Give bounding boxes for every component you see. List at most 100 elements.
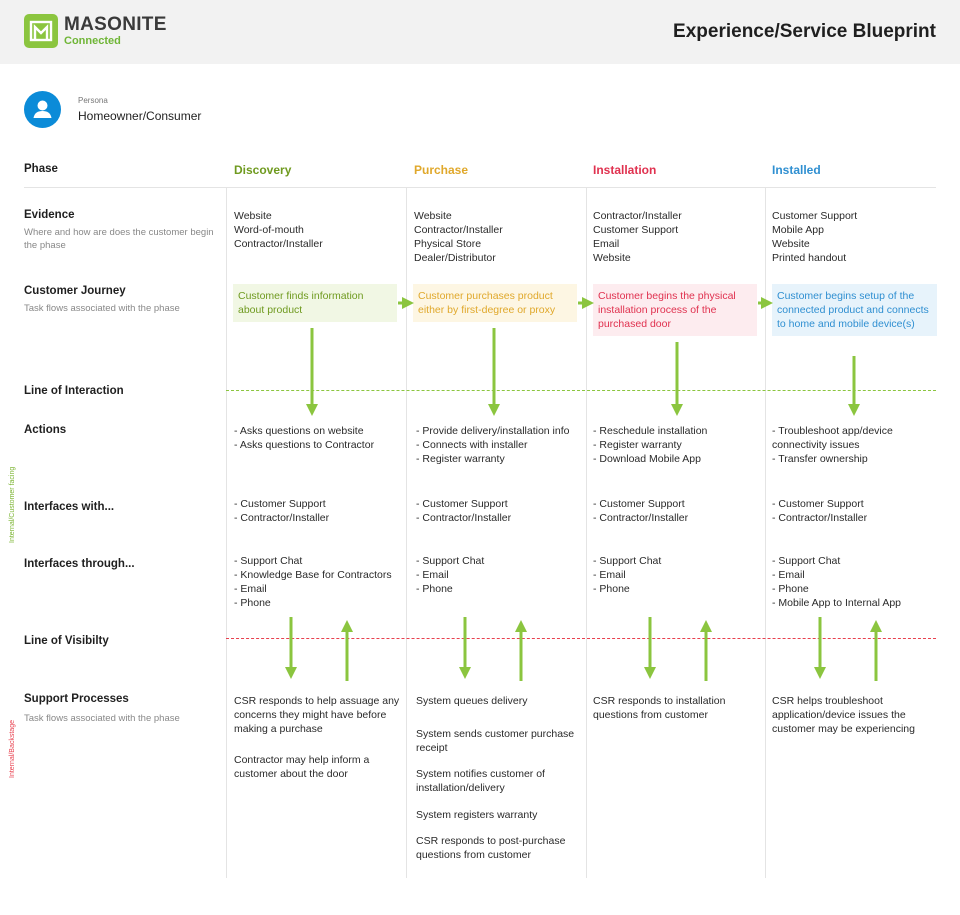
persona-value: Homeowner/Consumer [78, 109, 202, 123]
journey-box-installed: Customer begins setup of the connected p… [772, 284, 937, 336]
evidence-item: Email [593, 238, 620, 250]
channel-item: - Phone [593, 583, 630, 595]
user-avatar-icon [24, 91, 61, 128]
side-label-backstage: Internal/Backstage [9, 720, 16, 778]
side-label-customer-facing: Internal/Customer facing [9, 466, 16, 543]
row-label-line-of-visibility: Line of Visibilty [24, 635, 109, 647]
support-installation-1: CSR responds to installation questions f… [593, 695, 726, 721]
action-item: - Asks questions to Contractor [234, 439, 375, 451]
channel-item: - Email [593, 569, 626, 581]
channel-item: - Email [416, 569, 449, 581]
line-of-interaction [226, 390, 936, 391]
evidence-item: Website [234, 210, 272, 222]
support-purchase-3: System notifies customer of installation… [416, 768, 545, 794]
actions-discovery: - Asks questions on website - Asks quest… [234, 424, 406, 452]
action-item: - Register warranty [593, 439, 682, 451]
evidence-item: Customer Support [772, 210, 858, 222]
row-label-support: Support Processes [24, 693, 129, 705]
evidence-item: Website [772, 238, 810, 250]
action-item: - Download Mobile App [593, 453, 701, 465]
action-item: - Register warranty [416, 453, 505, 465]
evidence-item: Website [593, 252, 631, 264]
interface-item: - Contractor/Installer [772, 512, 868, 524]
evidence-item: Dealer/Distributor [414, 252, 496, 264]
interfaces-with-installed: - Customer Support - Contractor/Installe… [772, 497, 944, 525]
phase-purchase: Purchase [414, 163, 469, 177]
interface-item: - Customer Support [593, 498, 685, 510]
evidence-item: Word-of-mouth [234, 224, 304, 236]
channel-item: - Email [772, 569, 805, 581]
support-purchase-4: System registers warranty [416, 809, 538, 821]
row-sub-support: Task flows associated with the phase [24, 713, 180, 724]
interface-item: - Contractor/Installer [593, 512, 689, 524]
row-label-journey: Customer Journey [24, 285, 126, 297]
interfaces-with-discovery: - Customer Support - Contractor/Installe… [234, 497, 406, 525]
page-title: Experience/Service Blueprint [673, 21, 936, 42]
row-label-line-of-interaction: Line of Interaction [24, 385, 124, 397]
interfaces-through-installed: - Support Chat - Email - Phone - Mobile … [772, 554, 944, 610]
action-item: - Transfer ownership [772, 453, 868, 465]
brand-subtitle: Connected [64, 35, 121, 47]
column-divider [586, 188, 587, 878]
interfaces-through-installation: - Support Chat - Email - Phone [593, 554, 765, 596]
support-installed-1: CSR helps troubleshoot application/devic… [772, 695, 915, 735]
action-item: - Provide delivery/installation info [416, 425, 570, 437]
action-item: - Troubleshoot app/device connectivity i… [772, 425, 893, 451]
interface-item: - Customer Support [772, 498, 864, 510]
interfaces-with-installation: - Customer Support - Contractor/Installe… [593, 497, 765, 525]
action-item: - Reschedule installation [593, 425, 708, 437]
actions-installed: - Troubleshoot app/device connectivity i… [772, 424, 922, 466]
phase-discovery: Discovery [234, 163, 292, 177]
evidence-purchase: Website Contractor/Installer Physical St… [414, 209, 586, 265]
actions-purchase: - Provide delivery/installation info - C… [416, 424, 588, 466]
row-sub-evidence: Where and how are does the customer begi… [24, 227, 214, 251]
support-purchase-1: System queues delivery [416, 695, 528, 707]
channel-item: - Email [234, 583, 267, 595]
support-discovery-2: Contractor may help inform a customer ab… [234, 754, 370, 780]
support-purchase-5: CSR responds to post-purchase questions … [416, 835, 566, 861]
channel-item: - Support Chat [234, 555, 303, 567]
phase-divider [24, 187, 936, 188]
row-label-phase: Phase [24, 163, 58, 175]
interface-item: - Contractor/Installer [416, 512, 512, 524]
interfaces-through-purchase: - Support Chat - Email - Phone [416, 554, 588, 596]
phase-installed: Installed [772, 163, 821, 177]
action-item: - Asks questions on website [234, 425, 364, 437]
channel-item: - Support Chat [593, 555, 662, 567]
masonite-logo-icon [24, 14, 58, 48]
column-divider [406, 188, 407, 878]
journey-box-installation: Customer begins the physical installatio… [593, 284, 757, 336]
interfaces-with-purchase: - Customer Support - Contractor/Installe… [416, 497, 588, 525]
interface-item: - Customer Support [416, 498, 508, 510]
journey-box-discovery: Customer finds information about product [233, 284, 397, 322]
interface-item: - Contractor/Installer [234, 512, 330, 524]
channel-item: - Support Chat [772, 555, 841, 567]
evidence-item: Website [414, 210, 452, 222]
evidence-item: Mobile App [772, 224, 824, 236]
row-sub-journey: Task flows associated with the phase [24, 303, 180, 314]
support-purchase-2: System sends customer purchase receipt [416, 728, 575, 754]
evidence-discovery: Website Word-of-mouth Contractor/Install… [234, 209, 406, 251]
row-label-interfaces-through: Interfaces through... [24, 558, 135, 570]
interfaces-through-discovery: - Support Chat - Knowledge Base for Cont… [234, 554, 406, 610]
evidence-item: Customer Support [593, 224, 679, 236]
actions-installation: - Reschedule installation - Register war… [593, 424, 765, 466]
channel-item: - Phone [234, 597, 271, 609]
support-discovery-1: CSR responds to help assuage any concern… [234, 695, 400, 735]
channel-item: - Mobile App to Internal App [772, 597, 901, 609]
evidence-item: Physical Store [414, 238, 482, 250]
action-item: - Connects with installer [416, 439, 528, 451]
channel-item: - Phone [772, 583, 809, 595]
persona-label: Persona [78, 96, 108, 105]
evidence-item: Contractor/Installer [414, 224, 503, 236]
evidence-installation: Contractor/Installer Customer Support Em… [593, 209, 765, 265]
row-label-interfaces-with: Interfaces with... [24, 501, 115, 513]
channel-item: - Knowledge Base for Contractors [234, 569, 392, 581]
column-divider [226, 188, 227, 878]
interface-item: - Customer Support [234, 498, 326, 510]
line-of-visibility [226, 638, 936, 639]
channel-item: - Support Chat [416, 555, 485, 567]
phase-installation: Installation [593, 163, 657, 177]
row-label-evidence: Evidence [24, 209, 75, 221]
evidence-item: Contractor/Installer [234, 238, 323, 250]
